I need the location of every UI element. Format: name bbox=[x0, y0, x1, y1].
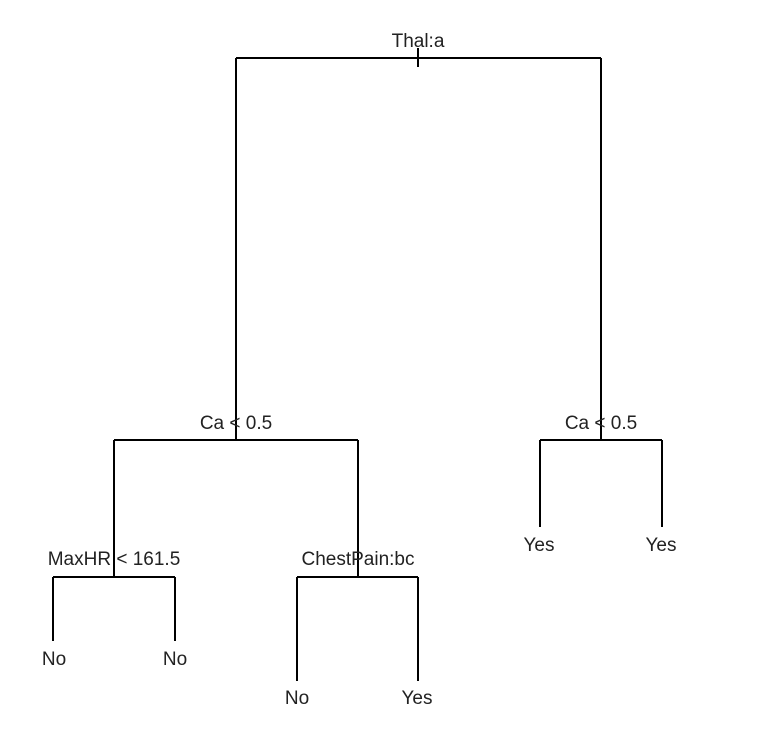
leaf-no: No bbox=[285, 688, 309, 709]
split-chestpain: ChestPain:bc No Yes bbox=[285, 549, 433, 709]
split-label-thal: Thal:a bbox=[392, 31, 445, 52]
leaf-yes: Yes bbox=[646, 535, 677, 556]
split-label-maxhr: MaxHR < 161.5 bbox=[48, 549, 181, 570]
leaf-no: No bbox=[163, 649, 187, 670]
split-maxhr: MaxHR < 161.5 No No bbox=[42, 549, 187, 670]
split-label-chestpain: ChestPain:bc bbox=[301, 549, 414, 570]
split-ca-left: Ca < 0.5 bbox=[113, 413, 359, 577]
split-thal: Thal:a bbox=[235, 31, 602, 440]
split-label-ca-right: Ca < 0.5 bbox=[565, 413, 637, 434]
split-label-ca-left: Ca < 0.5 bbox=[200, 413, 272, 434]
split-ca-right: Ca < 0.5 Yes Yes bbox=[524, 413, 677, 556]
leaf-no: No bbox=[42, 649, 66, 670]
leaf-yes: Yes bbox=[524, 535, 555, 556]
leaf-yes: Yes bbox=[402, 688, 433, 709]
